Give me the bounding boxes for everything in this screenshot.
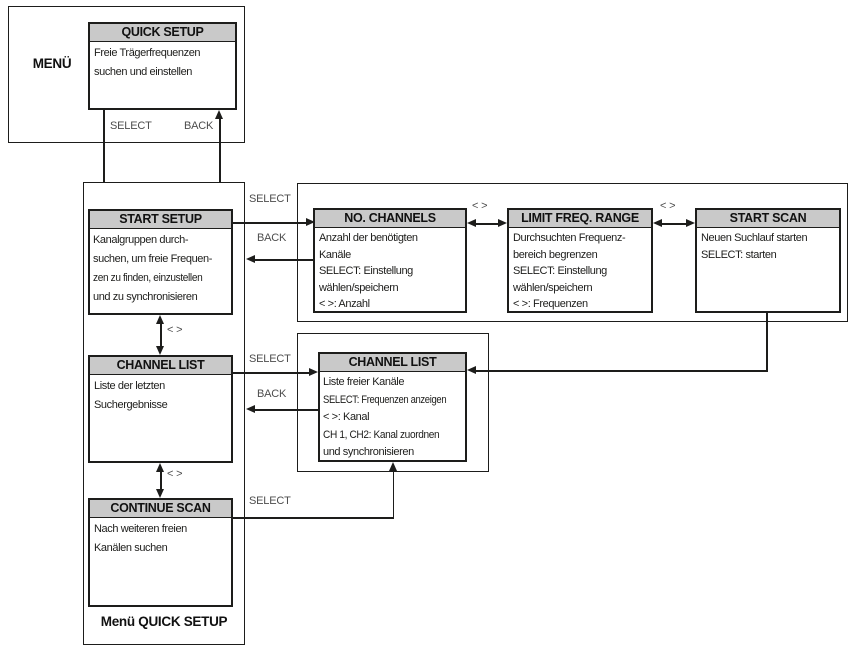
arrow-select-3-hline <box>233 517 394 519</box>
arrow-updown-2-line <box>160 470 162 491</box>
arrow-leftright-2-head-right <box>686 219 695 227</box>
quick-setup-menu-footer: Menü QUICK SETUP <box>100 614 228 629</box>
screen-text-line: SELECT: Einstellung <box>319 265 413 277</box>
screen-text-line: wählen/speichern <box>319 281 399 294</box>
screen-limit-freq-range: LIMIT FREQ. RANGE Durchsuchten Frequenz-… <box>507 208 653 313</box>
select-label-menu: SELECT <box>110 120 152 132</box>
screen-text-line: zen zu finden, einzustellen <box>93 272 203 284</box>
screen-title-channel-list: CHANNEL LIST <box>320 354 465 372</box>
screen-text-line: Freie Trägerfrequenzen <box>94 47 201 59</box>
screen-text-line: SELECT: Einstellung <box>513 265 607 277</box>
screen-text-line: < >: Frequenzen <box>513 298 588 310</box>
arrow-select-1-line <box>233 222 306 224</box>
screen-body-limit-freq-range: Durchsuchten Frequenz- bereich begrenzen… <box>509 228 651 313</box>
arrow-select-3-head <box>389 462 397 471</box>
screen-body-no-channels: Anzahl der benötigten Kanäle SELECT: Ein… <box>315 228 465 313</box>
arrow-leftright-1-head-left <box>467 219 476 227</box>
screen-body-channel-list-menu: Liste der letzten Suchergebnisse <box>90 375 231 415</box>
back-label-menu: BACK <box>184 120 214 132</box>
screen-text-line: Kanalgruppen durch- <box>93 234 189 246</box>
menu-label: MENÜ <box>32 56 72 71</box>
angle-label-2: < > <box>167 468 183 480</box>
arrow-back-menu-line <box>219 118 221 209</box>
screen-title-start-setup: START SETUP <box>90 211 231 229</box>
arrow-select-1-head <box>306 218 315 226</box>
arrow-select-2-line <box>233 372 311 374</box>
screen-text-line: Nach weiteren freien <box>94 523 187 535</box>
arrow-back-1-line <box>253 259 314 261</box>
screen-text-line: SELECT: Frequenzen anzeigen <box>323 393 447 406</box>
screen-channel-list-menu: CHANNEL LIST Liste der letzten Suchergeb… <box>88 355 233 463</box>
arrow-select-menu-line <box>103 110 105 201</box>
screen-text-line: CH 1, CH2: Kanal zuordnen <box>323 428 440 441</box>
screen-title-limit-freq-range: LIMIT FREQ. RANGE <box>509 210 651 228</box>
screen-body-start-scan: Neuen Suchlauf starten SELECT: starten <box>697 228 839 263</box>
screen-text-line: Durchsuchten Frequenz- <box>513 232 626 244</box>
arrow-leftright-2-line <box>660 223 688 225</box>
screen-title-continue-scan: CONTINUE SCAN <box>90 500 231 518</box>
arrow-back-2-head <box>246 405 255 413</box>
screen-start-setup: START SETUP Kanalgruppen durch- suchen, … <box>88 209 233 315</box>
angle-label-4: < > <box>660 200 676 212</box>
screen-channel-list: CHANNEL LIST Liste freier Kanäle SELECT:… <box>318 352 467 462</box>
angle-label-1: < > <box>167 324 183 336</box>
screen-title-channel-list-menu: CHANNEL LIST <box>90 357 231 375</box>
arrow-back-2-line <box>253 409 318 411</box>
screen-text-line: < >: Anzahl <box>319 298 370 310</box>
screen-continue-scan: CONTINUE SCAN Nach weiteren freien Kanäl… <box>88 498 233 607</box>
screen-text-line: Neuen Suchlauf starten <box>701 232 808 244</box>
arrow-leftright-1-head-right <box>498 219 507 227</box>
screen-text-line: Liste freier Kanäle <box>323 376 405 388</box>
screen-body-channel-list: Liste freier Kanäle SELECT: Frequenzen a… <box>320 372 465 462</box>
arrow-leftright-1-line <box>474 223 500 225</box>
screen-text-line: wählen/speichern <box>513 281 593 294</box>
arrow-updown-1-head-down <box>156 346 164 355</box>
select-label-2: SELECT <box>249 353 291 365</box>
screen-text-line: < >: Kanal <box>323 411 370 423</box>
screen-title-start-scan: START SCAN <box>697 210 839 228</box>
screen-title-no-channels: NO. CHANNELS <box>315 210 465 228</box>
arrow-updown-2-head-up <box>156 463 164 472</box>
arrow-back-1-head <box>246 255 255 263</box>
screen-body-start-setup: Kanalgruppen durch- suchen, um freie Fre… <box>90 229 231 307</box>
back-label-1: BACK <box>257 232 287 244</box>
screen-text-line: suchen und einstellen <box>94 66 193 78</box>
screen-text-line: Liste der letzten <box>94 380 165 392</box>
select-label-3: SELECT <box>249 495 291 507</box>
arrow-scan-result-vline <box>766 313 768 371</box>
arrow-scan-result-head <box>467 366 476 374</box>
screen-body-quick-setup: Freie Trägerfrequenzen suchen und einste… <box>90 42 235 82</box>
screen-text-line: SELECT: starten <box>701 248 777 261</box>
arrow-updown-2-head-down <box>156 489 164 498</box>
screen-start-scan: START SCAN Neuen Suchlauf starten SELECT… <box>695 208 841 313</box>
back-label-2: BACK <box>257 388 287 400</box>
screen-text-line: suchen, um freie Frequen- <box>93 253 213 265</box>
angle-label-3: < > <box>472 200 488 212</box>
screen-quick-setup: QUICK SETUP Freie Trägerfrequenzen suche… <box>88 22 237 110</box>
arrow-select-3-vline <box>392 470 394 518</box>
screen-text-line: und zu synchronisieren <box>93 291 198 303</box>
screen-text-line: bereich begrenzen <box>513 248 598 261</box>
screen-text-line: Kanäle <box>319 248 351 261</box>
arrow-scan-result-hline <box>474 370 768 372</box>
arrow-back-menu-head <box>215 110 223 119</box>
screen-text-line: Suchergebnisse <box>94 399 168 411</box>
select-label-1: SELECT <box>249 193 291 205</box>
arrow-leftright-2-head-left <box>653 219 662 227</box>
screen-title-quick-setup: QUICK SETUP <box>90 24 235 42</box>
screen-text-line: und synchronisieren <box>323 446 414 458</box>
screen-body-continue-scan: Nach weiteren freien Kanälen suchen <box>90 518 231 558</box>
arrow-updown-1-line <box>160 322 162 348</box>
screen-no-channels: NO. CHANNELS Anzahl der benötigten Kanäl… <box>313 208 467 313</box>
arrow-updown-1-head-up <box>156 315 164 324</box>
screen-text-line: Kanälen suchen <box>94 542 168 554</box>
arrow-select-2-head <box>309 368 318 376</box>
screen-text-line: Anzahl der benötigten <box>319 232 418 244</box>
